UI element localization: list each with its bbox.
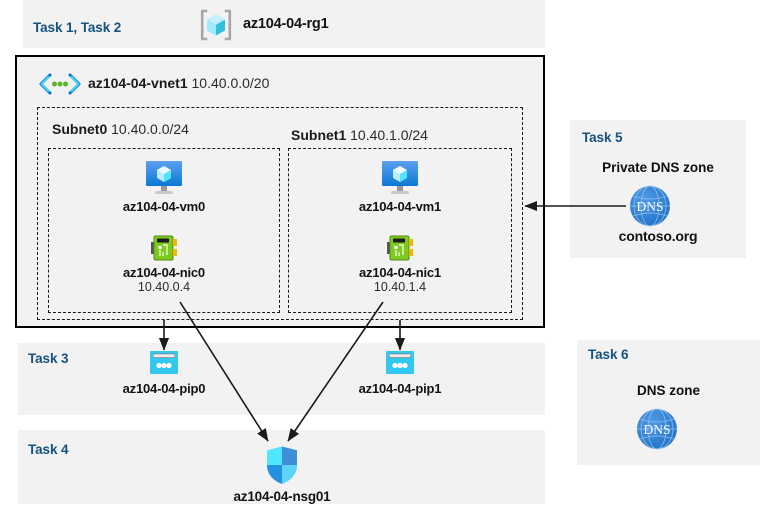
subnets-outer-container xyxy=(37,107,523,320)
vm0-name: az104-04-vm0 xyxy=(122,199,206,214)
subnet0-header: Subnet0 10.40.0.0/24 xyxy=(52,121,189,137)
dns-zone-icon: DNS xyxy=(636,408,678,450)
pip1-group: az104-04-pip1 xyxy=(340,350,460,396)
vm1-group: az104-04-vm1 xyxy=(340,160,460,214)
resource-group-icon xyxy=(199,8,233,42)
network-interface-icon xyxy=(149,233,179,263)
subnet1-cidr: 10.40.1.0/24 xyxy=(350,127,428,143)
dns-zone-title: DNS zone xyxy=(636,383,700,398)
pip0-name: az104-04-pip0 xyxy=(122,381,206,396)
resource-group-panel xyxy=(23,0,545,48)
nic1-ip: 10.40.1.4 xyxy=(373,280,427,294)
private-dns-zone-name: contoso.org xyxy=(618,228,698,244)
virtual-machine-icon xyxy=(144,160,184,196)
vnet-header: az104-04-vnet1 10.40.0.0/20 xyxy=(88,75,269,91)
nic0-name: az104-04-nic0 xyxy=(123,265,205,280)
network-security-group-icon xyxy=(265,445,299,485)
resource-group-name: az104-04-rg1 xyxy=(243,16,329,32)
svg-text:DNS: DNS xyxy=(643,422,670,437)
subnet0-cidr: 10.40.0.0/24 xyxy=(111,121,189,137)
nsg-name: az104-04-nsg01 xyxy=(233,489,331,504)
network-interface-icon xyxy=(385,233,415,263)
task-label-6: Task 6 xyxy=(588,347,629,362)
subnet1-name: Subnet1 xyxy=(291,127,347,143)
pip0-group: az104-04-pip0 xyxy=(104,350,224,396)
virtual-network-icon xyxy=(38,73,82,95)
vnet-cidr: 10.40.0.0/20 xyxy=(191,75,270,91)
virtual-network-container xyxy=(15,55,545,328)
nic0-ip: 10.40.0.4 xyxy=(137,280,191,294)
public-ip-address-icon xyxy=(149,350,179,376)
public-ip-address-icon xyxy=(385,350,415,376)
pip1-name: az104-04-pip1 xyxy=(358,381,442,396)
vnet-name: az104-04-vnet1 xyxy=(88,75,188,91)
subnet0-name: Subnet0 xyxy=(52,121,108,137)
nic1-group: az104-04-nic1 10.40.1.4 xyxy=(340,233,460,294)
vm1-name: az104-04-vm1 xyxy=(358,199,442,214)
virtual-machine-icon xyxy=(380,160,420,196)
task-label-1-2: Task 1, Task 2 xyxy=(33,20,122,35)
task-label-3: Task 3 xyxy=(28,351,69,366)
svg-text:DNS: DNS xyxy=(636,199,663,214)
subnet1-inner-container xyxy=(288,148,512,313)
task-label-4: Task 4 xyxy=(28,442,69,457)
nsg-group: az104-04-nsg01 xyxy=(222,445,342,504)
dns-zone-icon: DNS xyxy=(629,185,671,227)
nic0-group: az104-04-nic0 10.40.0.4 xyxy=(104,233,224,294)
private-dns-zone-title: Private DNS zone xyxy=(602,160,714,175)
vm0-group: az104-04-vm0 xyxy=(104,160,224,214)
task3-panel xyxy=(18,343,545,415)
task-label-5: Task 5 xyxy=(582,130,623,145)
nic1-name: az104-04-nic1 xyxy=(359,265,441,280)
subnet0-inner-container xyxy=(48,148,280,313)
subnet1-header: Subnet1 10.40.1.0/24 xyxy=(291,127,428,143)
